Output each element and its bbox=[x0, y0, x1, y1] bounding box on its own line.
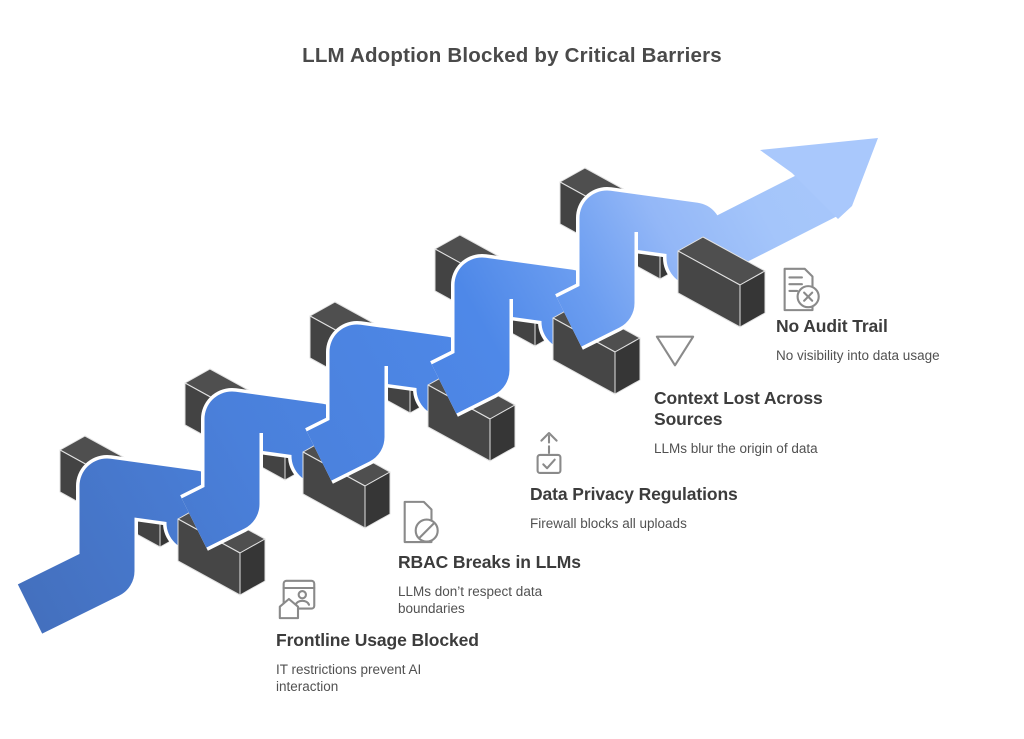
barrier-label-rbac-breaks: RBAC Breaks in LLMs LLMs don’t respect d… bbox=[398, 496, 638, 617]
document-error-icon bbox=[783, 267, 820, 312]
barrier-title: No Audit Trail bbox=[776, 316, 888, 336]
barrier-title: RBAC Breaks in LLMs bbox=[398, 552, 581, 572]
ribbon-rising-legs-overlay bbox=[180, 232, 638, 551]
barrier-description: LLMs blur the origin of data bbox=[654, 441, 818, 456]
barrier-description: Firewall blocks all uploads bbox=[530, 516, 687, 531]
barrier-label-no-audit-trail: No Audit Trail No visibility into data u… bbox=[776, 264, 1016, 365]
barrier-title: Frontline Usage Blocked bbox=[276, 630, 479, 650]
lower-block-5 bbox=[677, 236, 766, 328]
barrier-title: Data Privacy Regulations bbox=[530, 484, 738, 504]
page-title: LLM Adoption Blocked by Critical Barrier… bbox=[302, 44, 722, 67]
barrier-description: IT restrictions prevent AI interaction bbox=[276, 662, 422, 694]
barrier-title: Context Lost Across Sources bbox=[654, 388, 823, 429]
document-blocked-icon bbox=[403, 500, 439, 544]
barrier-label-context-lost: Context Lost Across Sources LLMs blur th… bbox=[654, 332, 894, 458]
barrier-description: No visibility into data usage bbox=[776, 348, 940, 363]
barrier-description: LLMs don’t respect data boundaries bbox=[398, 584, 543, 616]
ribbon-arrowhead bbox=[760, 138, 878, 219]
upload-check-icon bbox=[536, 432, 562, 474]
funnel-icon bbox=[655, 335, 695, 367]
barrier-label-frontline-usage-blocked: Frontline Usage Blocked IT restrictions … bbox=[276, 576, 516, 695]
barrier-label-data-privacy: Data Privacy Regulations Firewall blocks… bbox=[530, 428, 770, 533]
user-window-home-icon bbox=[278, 579, 316, 620]
